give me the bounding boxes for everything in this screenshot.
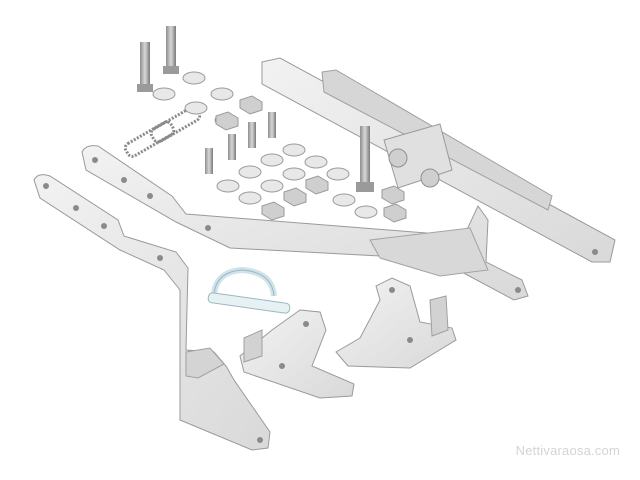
middle-arm-bracket <box>81 145 529 301</box>
left-arm-bracket <box>33 174 271 451</box>
watermark-text: Nettivaraosa.com <box>515 443 620 458</box>
spring-2 <box>149 105 202 144</box>
small-bracket-right <box>335 277 457 369</box>
washers-and-nuts <box>152 71 407 223</box>
long-bracket-bar <box>261 57 616 263</box>
clear-shackle <box>207 266 291 314</box>
bolt-set <box>137 26 374 192</box>
spring-1 <box>123 120 176 158</box>
small-bracket-left <box>239 309 355 399</box>
